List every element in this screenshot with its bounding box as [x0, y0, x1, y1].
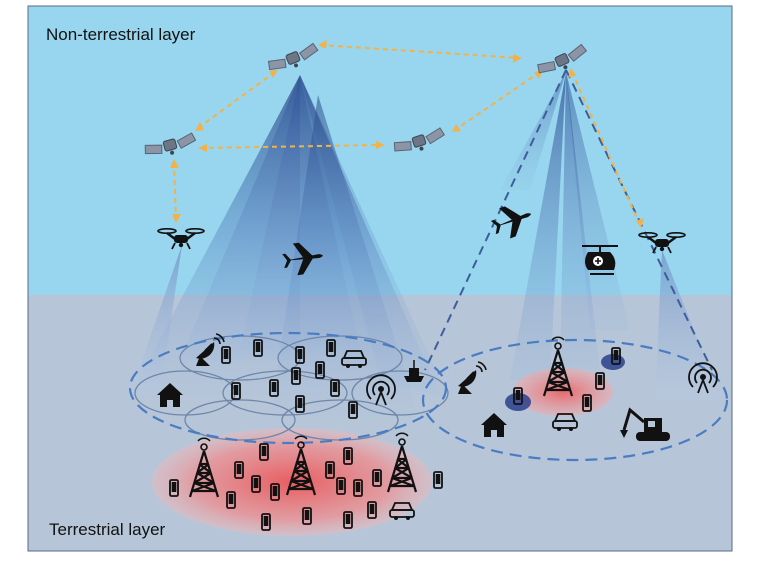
left-macro-cell-boundary: [128, 331, 448, 445]
frame-border: [27, 5, 733, 552]
helicopter-icon: [582, 245, 618, 275]
excavator-icon: [620, 407, 670, 441]
left-drone-beam: [130, 245, 182, 395]
link-arrowheads: [170, 40, 644, 228]
left-satellite-beams: [130, 75, 450, 420]
beam-spot: [601, 354, 625, 370]
beam-spot: [505, 393, 531, 411]
non-terrestrial-layer-label: Non-terrestrial layer: [46, 25, 196, 44]
ship-icon: [404, 360, 424, 382]
right-macro-cell-boundary: [421, 338, 729, 462]
terrestrial-layer-label: Terrestrial layer: [49, 520, 166, 539]
satellite-links: [173, 44, 641, 226]
small-cells: [134, 335, 449, 441]
